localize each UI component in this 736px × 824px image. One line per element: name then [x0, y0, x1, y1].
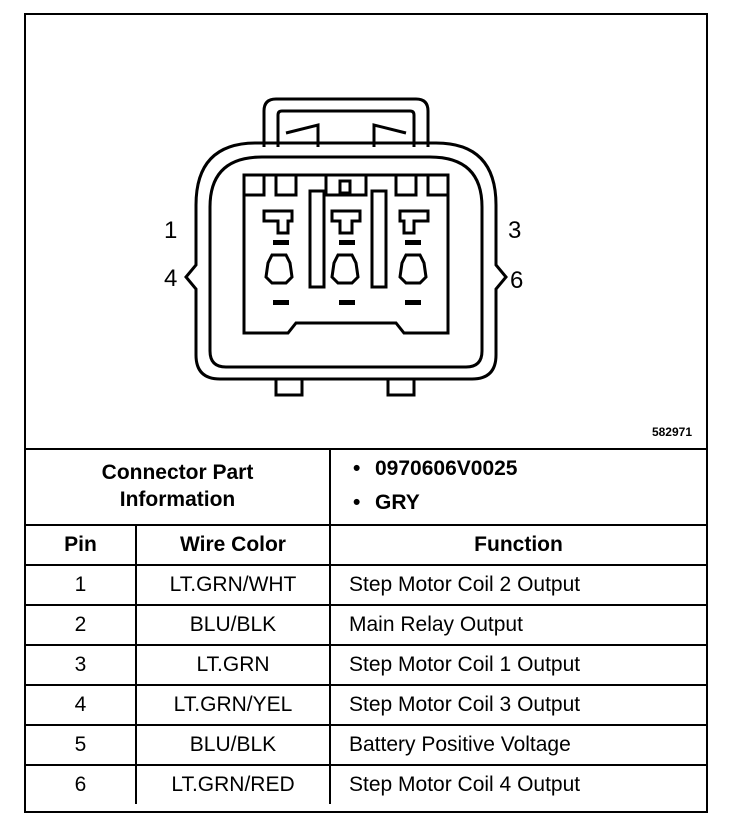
- function-cell: Step Motor Coil 1 Output: [329, 644, 706, 686]
- header-pin: Pin: [26, 524, 137, 566]
- function-cell: Step Motor Coil 4 Output: [329, 764, 706, 804]
- table-row: 6 LT.GRN/RED Step Motor Coil 4 Output: [26, 764, 706, 804]
- connector-face-drawing: [184, 97, 508, 397]
- pinout-table: Connector Part Information 0970606V0025 …: [26, 448, 706, 804]
- pin-3-label: 3: [508, 217, 522, 244]
- pin-cell: 1: [26, 564, 137, 606]
- wire-color-cell: LT.GRN/YEL: [135, 684, 331, 726]
- figure-id: 582971: [651, 425, 692, 439]
- table-row: 3 LT.GRN Step Motor Coil 1 Output: [26, 644, 706, 686]
- pin-4-label: 4: [164, 265, 178, 292]
- function-cell: Step Motor Coil 2 Output: [329, 564, 706, 606]
- wire-color-cell: LT.GRN/WHT: [135, 564, 331, 606]
- connector-info-title: Connector Part Information: [26, 448, 331, 526]
- table-row: 4 LT.GRN/YEL Step Motor Coil 3 Output: [26, 684, 706, 726]
- pin-1-label: 1: [164, 217, 178, 244]
- wire-color-cell: BLU/BLK: [135, 604, 331, 646]
- connector-info-list: 0970606V0025 GRY: [329, 448, 706, 526]
- pin-cell: 5: [26, 724, 137, 766]
- connector-info-title-line2: Information: [119, 488, 236, 511]
- function-cell: Battery Positive Voltage: [329, 724, 706, 766]
- connector-color: GRY: [353, 486, 706, 520]
- part-number: 0970606V0025: [353, 452, 706, 486]
- connector-diagram: 1 3 4 6 582971: [26, 15, 706, 450]
- connector-info-row: Connector Part Information 0970606V0025 …: [26, 448, 706, 526]
- connector-info-title-line1: Connector Part: [101, 461, 254, 484]
- function-cell: Main Relay Output: [329, 604, 706, 646]
- table-row: 2 BLU/BLK Main Relay Output: [26, 604, 706, 646]
- table-header-row: Pin Wire Color Function: [26, 524, 706, 566]
- pin-6-label: 6: [510, 267, 524, 294]
- function-cell: Step Motor Coil 3 Output: [329, 684, 706, 726]
- pin-cell: 3: [26, 644, 137, 686]
- table-row: 5 BLU/BLK Battery Positive Voltage: [26, 724, 706, 766]
- table-row: 1 LT.GRN/WHT Step Motor Coil 2 Output: [26, 564, 706, 606]
- connector-sheet: 1 3 4 6 582971 Connector Part Informatio…: [24, 13, 708, 813]
- header-function: Function: [329, 524, 706, 566]
- wire-color-cell: LT.GRN: [135, 644, 331, 686]
- pin-cell: 4: [26, 684, 137, 726]
- wire-color-cell: LT.GRN/RED: [135, 764, 331, 804]
- header-wire-color: Wire Color: [135, 524, 331, 566]
- pin-cell: 6: [26, 764, 137, 804]
- wire-color-cell: BLU/BLK: [135, 724, 331, 766]
- pin-cell: 2: [26, 604, 137, 646]
